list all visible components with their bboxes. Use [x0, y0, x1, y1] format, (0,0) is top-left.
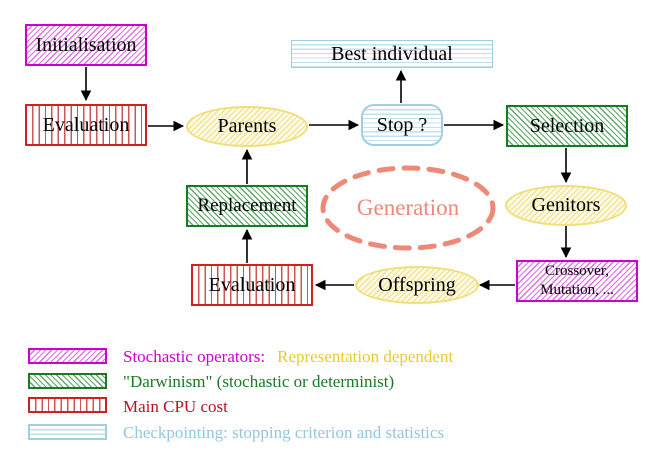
- legend-swatch-main-cpu-cost: [28, 397, 107, 413]
- legend-text-stochastic-operators: Stochastic operators:: [123, 347, 266, 366]
- legend-swatch-darwinism: [28, 373, 107, 389]
- node-parents: Parents: [186, 106, 308, 147]
- node-genitors: Genitors: [505, 185, 627, 226]
- legend-label-darwinism: "Darwinism" (stochastic or determinist): [123, 372, 395, 391]
- legend-label-checkpointing: Checkpointing: stopping criterion and st…: [123, 423, 445, 442]
- crossover-line1: Crossover,: [545, 263, 609, 280]
- node-evaluation-top: Evaluation: [25, 104, 147, 146]
- node-evaluation-bottom: Evaluation: [191, 264, 313, 306]
- legend-swatch-checkpointing: [28, 424, 107, 440]
- legend-text-representation-dependent: Representation dependent: [277, 347, 454, 366]
- legend-label-main-cpu-cost: Main CPU cost: [123, 397, 228, 416]
- node-crossover-mutation: Crossover, Mutation, ...: [516, 260, 638, 302]
- crossover-line2: Mutation, ...: [540, 282, 614, 298]
- node-selection: Selection: [506, 105, 628, 147]
- node-stop: Stop ?: [361, 104, 443, 146]
- node-replacement: Replacement: [186, 185, 308, 227]
- legend-label-stochastic-operators: Stochastic operators: Representation depe…: [123, 347, 453, 367]
- generation-label: Generation: [356, 195, 460, 220]
- legend-swatch-stochastic-operators: [28, 348, 107, 364]
- node-initialisation: Initialisation: [25, 24, 147, 66]
- node-best-individual: Best individual: [291, 40, 493, 68]
- generation-dashed-ellipse: [320, 165, 496, 251]
- node-offspring: Offspring: [355, 266, 479, 304]
